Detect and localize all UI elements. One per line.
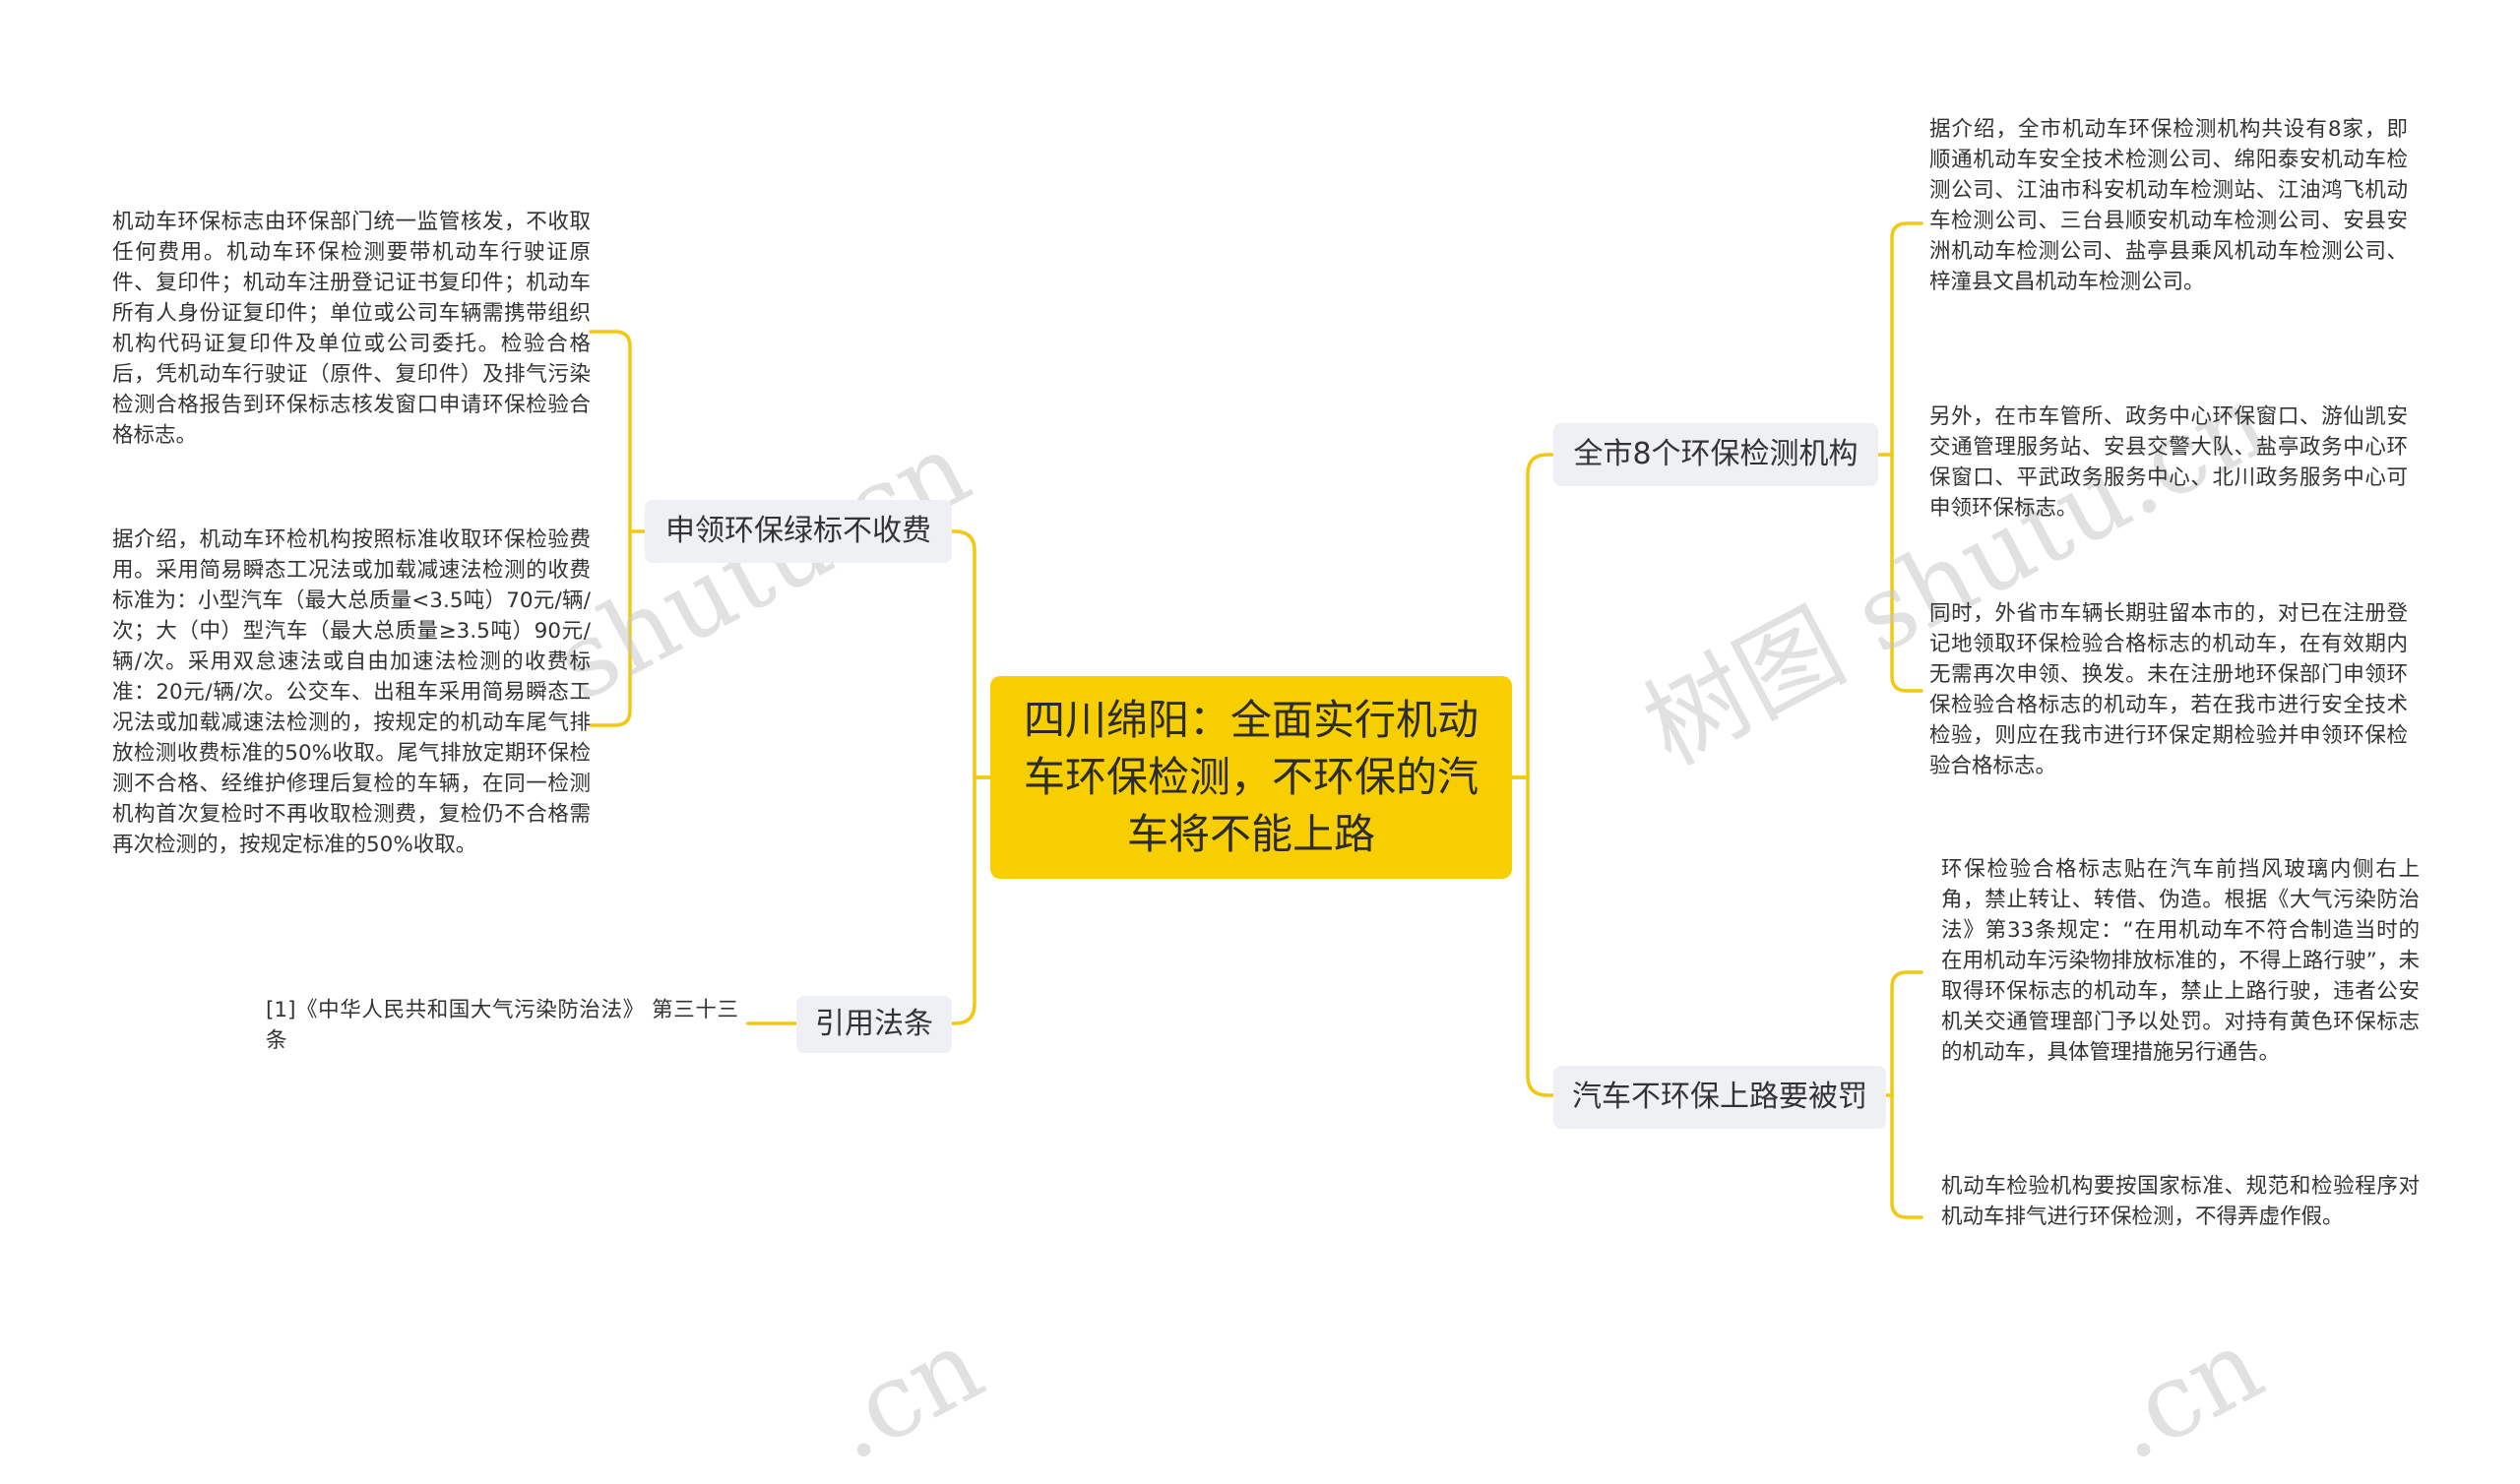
connector-penalty-leaf2	[1890, 1093, 1923, 1219]
root-topic-text: 四川绵阳：全面实行机动车环保检测，不环保的汽车将不能上路	[1023, 696, 1479, 858]
connector-penalty-leaf1	[1890, 970, 1923, 1097]
branch-penalty-label: 汽车不环保上路要被罚	[1572, 1080, 1867, 1114]
connector-root-agencies	[1510, 453, 1555, 779]
leaf-penalty-1[interactable]: 环保检验合格标志贴在汽车前挡风玻璃内侧右上角，禁止转让、转借、伪造。根据《大气污…	[1941, 854, 2420, 1068]
connector-root-law	[950, 775, 992, 1025]
leaf-text: 同时，外省市车辆长期驻留本市的，对已在注册登记地领取环保检验合格标志的机动车，在…	[1929, 601, 2408, 778]
leaf-law-1[interactable]: [1]《中华人民共和国大气污染防治法》 第三十三条	[266, 995, 738, 1056]
leaf-text: 据介绍，全市机动车环保检测机构共设有8家，即顺通机动车安全技术检测公司、绵阳泰安…	[1929, 117, 2408, 294]
connector-fee-leaf1	[589, 330, 632, 533]
leaf-agencies-3[interactable]: 同时，外省市车辆长期驻留本市的，对已在注册登记地领取环保检验合格标志的机动车，在…	[1929, 598, 2408, 781]
leaf-text: 据介绍，机动车环检机构按照标准收取环保检验费用。采用简易瞬态工况法或加载减速法检…	[112, 527, 591, 857]
leaf-text: 环保检验合格标志贴在汽车前挡风玻璃内侧右上角，禁止转让、转借、伪造。根据《大气污…	[1941, 857, 2420, 1065]
root-topic[interactable]: 四川绵阳：全面实行机动车环保检测，不环保的汽车将不能上路	[990, 676, 1512, 879]
connector-agencies-leaf3	[1890, 453, 1923, 693]
leaf-text: [1]《中华人民共和国大气污染防治法》 第三十三条	[266, 998, 738, 1053]
connector-fee-leaf2	[589, 529, 632, 727]
branch-law[interactable]: 引用法条	[796, 996, 952, 1053]
branch-fee[interactable]: 申领环保绿标不收费	[645, 500, 952, 563]
connector-agencies-leaf1	[1890, 221, 1923, 457]
leaf-text: 机动车检验机构要按国家标准、规范和检验程序对机动车排气进行环保检测，不得弄虚作假…	[1941, 1174, 2420, 1229]
branch-agencies-label: 全市8个环保检测机构	[1573, 437, 1858, 471]
connector-root-fee	[950, 529, 992, 779]
leaf-text: 另外，在市车管所、政务中心环保窗口、游仙凯安交通管理服务站、安县交警大队、盐亭政…	[1929, 404, 2408, 521]
leaf-penalty-2[interactable]: 机动车检验机构要按国家标准、规范和检验程序对机动车排气进行环保检测，不得弄虚作假…	[1941, 1171, 2420, 1232]
branch-law-label: 引用法条	[815, 1007, 933, 1041]
branch-penalty[interactable]: 汽车不环保上路要被罚	[1553, 1066, 1886, 1129]
branch-agencies[interactable]: 全市8个环保检测机构	[1553, 423, 1878, 486]
mind-map-canvas: shutu.cn 树图 shutu.cn .cn .cn 四川绵阳：全面实行机动…	[112, 114, 2420, 1484]
leaf-fee-2[interactable]: 据介绍，机动车环检机构按照标准收取环保检验费用。采用简易瞬态工况法或加载减速法检…	[112, 525, 591, 860]
leaf-agencies-1[interactable]: 据介绍，全市机动车环保检测机构共设有8家，即顺通机动车安全技术检测公司、绵阳泰安…	[1929, 114, 2408, 297]
leaf-text: 机动车环保标志由环保部门统一监管核发，不收取任何费用。机动车环保检测要带机动车行…	[112, 210, 591, 448]
connector-root-penalty	[1510, 775, 1555, 1097]
branch-fee-label: 申领环保绿标不收费	[665, 514, 931, 548]
leaf-agencies-2[interactable]: 另外，在市车管所、政务中心环保窗口、游仙凯安交通管理服务站、安县交警大队、盐亭政…	[1929, 402, 2408, 524]
leaf-fee-1[interactable]: 机动车环保标志由环保部门统一监管核发，不收取任何费用。机动车环保检测要带机动车行…	[112, 207, 591, 451]
